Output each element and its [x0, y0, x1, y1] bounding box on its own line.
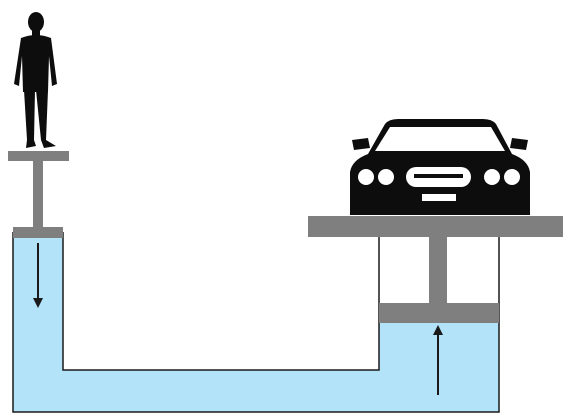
person-silhouette-icon [14, 12, 57, 148]
small-piston-platform [8, 151, 69, 161]
large-piston-platform [308, 216, 563, 237]
small-piston-rod [33, 161, 43, 227]
large-piston-rod [429, 237, 447, 303]
small-piston-head [13, 227, 63, 238]
car-front-icon [350, 119, 530, 215]
large-piston-head [379, 303, 499, 323]
connecting-pipe-wall [62, 232, 380, 371]
small-cylinder-wall [12, 232, 500, 413]
